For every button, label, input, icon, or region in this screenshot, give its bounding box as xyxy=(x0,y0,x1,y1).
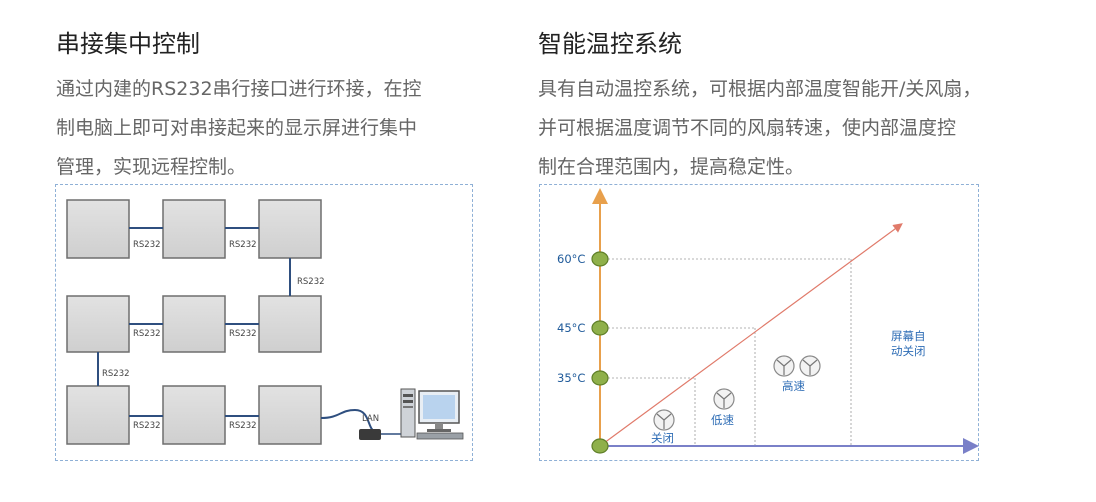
display-screen xyxy=(258,295,322,353)
zone-label-low: 低速 xyxy=(711,413,734,427)
serial-diagram: RS232 RS232 RS232 RS232 RS232 RS232 RS23… xyxy=(66,199,464,445)
thermal-description: 具有自动温控系统，可根据内部温度智能开/关风扇， 并可根据温度调节不同的风扇转速… xyxy=(538,70,1058,187)
display-screen xyxy=(162,385,226,445)
rs232-label: RS232 xyxy=(229,240,257,250)
guide-lines xyxy=(600,258,852,446)
fan-icon xyxy=(653,409,675,431)
serial-title: 串接集中控制 xyxy=(56,30,200,58)
rs232-label: RS232 xyxy=(133,421,161,431)
temperature-line xyxy=(599,223,903,447)
rs232-label: RS232 xyxy=(133,240,161,250)
zone-label-high: 高速 xyxy=(782,379,805,393)
zone-label-off: 关闭 xyxy=(651,431,674,445)
display-screen xyxy=(162,295,226,353)
display-screen xyxy=(66,385,130,445)
rs232-label: RS232 xyxy=(133,329,161,339)
screen-off-label-line-1: 屏幕自 xyxy=(891,329,926,343)
fan-icon xyxy=(773,355,795,377)
display-screen xyxy=(258,385,322,445)
thermal-diagram-frame xyxy=(539,184,979,461)
temp-node xyxy=(591,370,609,386)
rs232-label: RS232 xyxy=(229,329,257,339)
temp-node xyxy=(591,251,609,267)
thermal-desc-line-2: 并可根据温度调节不同的风扇转速，使内部温度控 xyxy=(538,117,957,139)
rs232-cables xyxy=(97,227,376,433)
thermal-diagram: 60°C 45°C 35°C 关闭 低速 高速 屏幕自 动关闭 xyxy=(557,188,979,454)
fan-icon xyxy=(799,355,821,377)
converter-icon xyxy=(359,429,381,440)
display-screen xyxy=(66,199,130,259)
thermal-desc-line-1: 具有自动温控系统，可根据内部温度智能开/关风扇， xyxy=(538,78,982,100)
lan-label: LAN xyxy=(362,414,379,424)
serial-desc-line-3: 管理，实现远程控制。 xyxy=(56,156,247,178)
monitor-icon xyxy=(418,390,460,432)
thermal-title: 智能温控系统 xyxy=(538,30,682,58)
serial-desc-line-2: 制电脑上即可对串接起来的显示屏进行集中 xyxy=(56,117,418,139)
display-screen xyxy=(162,199,226,259)
screen-off-label-line-2: 动关闭 xyxy=(891,344,926,358)
rs232-label: RS232 xyxy=(297,277,325,287)
origin-node xyxy=(591,438,609,454)
tick-label-45: 45°C xyxy=(557,321,585,335)
keyboard-icon xyxy=(416,432,464,440)
thermal-desc-line-3: 制在合理范围内，提高稳定性。 xyxy=(538,156,805,178)
fan-icon xyxy=(713,388,735,410)
temp-node xyxy=(591,320,609,336)
pc-tower-icon xyxy=(400,388,416,438)
serial-diagram-frame xyxy=(55,184,473,461)
tick-label-35: 35°C xyxy=(557,371,585,385)
serial-desc-line-1: 通过内建的RS232串行接口进行环接，在控 xyxy=(56,78,422,100)
rs232-label: RS232 xyxy=(229,421,257,431)
display-screen xyxy=(66,295,130,353)
display-screen xyxy=(258,199,322,259)
rs232-label: RS232 xyxy=(102,369,130,379)
tick-label-60: 60°C xyxy=(557,252,585,266)
serial-description: 通过内建的RS232串行接口进行环接，在控 制电脑上即可对串接起来的显示屏进行集… xyxy=(56,70,486,187)
